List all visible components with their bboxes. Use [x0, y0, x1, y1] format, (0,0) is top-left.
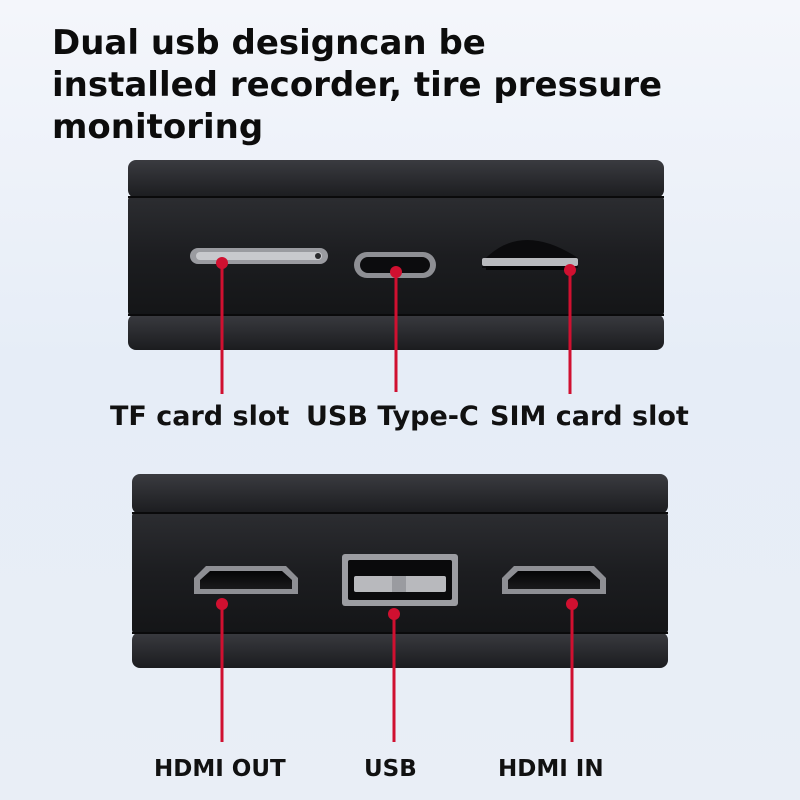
- callout-dot-hdmi-out: [216, 598, 228, 610]
- usb-type-c-port: [354, 252, 436, 278]
- title-line-2: installed recorder, tire pressure: [52, 65, 663, 105]
- title-line-1: Dual usb designcan be: [52, 23, 486, 63]
- hdmi-in-port: [502, 566, 606, 594]
- sim-card-slot: [482, 239, 578, 270]
- label-usb-type-c: USB Type-C: [306, 401, 479, 432]
- callout-dot-usb: [388, 608, 400, 620]
- label-sim-card-slot: SIM card slot: [490, 401, 689, 432]
- bottom-device-panel: [132, 474, 668, 668]
- usb-a-port: [342, 554, 458, 606]
- bottom-callouts: [216, 598, 578, 742]
- bottom-device-cap-top: [132, 474, 668, 514]
- callout-dot-sim: [564, 264, 576, 276]
- label-hdmi-out: HDMI OUT: [154, 756, 286, 782]
- page-title: Dual usb designcan be installed recorder…: [52, 22, 772, 148]
- top-callouts: [216, 257, 576, 394]
- callout-dot-usbc: [390, 266, 402, 278]
- bottom-device-cap-bottom: [132, 632, 668, 668]
- callout-dot-tf: [216, 257, 228, 269]
- label-tf-card-slot: TF card slot: [110, 401, 290, 432]
- label-usb: USB: [364, 756, 417, 782]
- title-line-3: monitoring: [52, 107, 264, 147]
- hdmi-out-port: [194, 566, 298, 594]
- label-hdmi-in: HDMI IN: [498, 756, 604, 782]
- top-device-cap-top: [128, 160, 664, 198]
- callout-dot-hdmi-in: [566, 598, 578, 610]
- tf-card-slot: [190, 248, 328, 264]
